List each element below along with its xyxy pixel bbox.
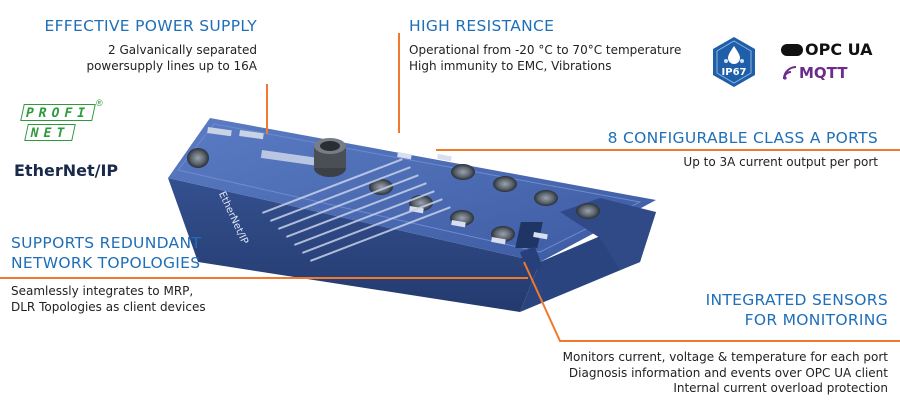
profinet-bottom: NET — [24, 124, 76, 141]
power-heading: EFFECTIVE POWER SUPPLY — [44, 17, 257, 35]
profinet-registered-mark: ® — [96, 98, 103, 108]
redundant-line-2: DLR Topologies as client devices — [11, 299, 206, 314]
ports-heading: 8 CONFIGURABLE CLASS A PORTS — [607, 129, 878, 147]
profinet-top: PROFI — [20, 104, 96, 121]
sensors-line-2: Diagnosis information and events over OP… — [568, 365, 888, 380]
redundant-line-1: Seamlessly integrates to MRP, — [11, 284, 194, 298]
profinet-logo: PROFI NET ® — [20, 98, 103, 144]
ports-text: Up to 3A current output per port — [683, 155, 878, 169]
leader-power-vertical — [266, 84, 268, 134]
resistance-line-1: Operational from -20 °C to 70°C temperat… — [409, 43, 682, 57]
power-text: 2 Galvanically separated powersupply lin… — [86, 43, 257, 74]
resistance-heading: HIGH RESISTANCE — [409, 17, 555, 35]
opcua-text: OPC UA — [805, 40, 873, 59]
resistance-line-2: High immunity to EMC, Vibrations — [409, 58, 612, 73]
resistance-text: Operational from -20 °C to 70°C temperat… — [409, 43, 681, 74]
leader-redundant-horizontal — [0, 277, 528, 279]
mqtt-logo: MQTT — [783, 64, 848, 82]
ip67-label: IP67 — [721, 67, 747, 78]
power-line-1: 2 Galvanically separated — [108, 43, 257, 57]
leader-resistance-vertical — [398, 33, 400, 133]
redundant-heading: SUPPORTS REDUNDANT NETWORK TOPOLOGIES — [11, 233, 201, 273]
opcua-swoosh-icon — [781, 43, 803, 56]
mqtt-text: MQTT — [799, 64, 848, 82]
sensors-heading: INTEGRATED SENSORS FOR MONITORING — [706, 290, 888, 330]
redundant-heading-line-1: SUPPORTS REDUNDANT — [11, 234, 202, 252]
mqtt-signal-icon — [783, 66, 797, 80]
sensors-text: Monitors current, voltage & temperature … — [563, 350, 888, 397]
sensors-line-3: Internal current overload protection — [673, 381, 888, 395]
sensors-heading-line-1: INTEGRATED SENSORS — [705, 291, 888, 309]
redundant-text: Seamlessly integrates to MRP, DLR Topolo… — [11, 284, 206, 315]
sensors-heading-line-2: FOR MONITORING — [744, 311, 888, 329]
sensors-line-1: Monitors current, voltage & temperature … — [562, 350, 888, 364]
ethernetip-logo: EtherNet/IP — [14, 161, 119, 180]
opcua-logo: OPC UA — [781, 40, 873, 59]
ip67-badge-icon — [713, 37, 755, 87]
redundant-heading-line-2: NETWORK TOPOLOGIES — [11, 254, 201, 272]
power-line-2: powersupply lines up to 16A — [86, 58, 257, 73]
leader-ports-horizontal — [436, 149, 900, 151]
